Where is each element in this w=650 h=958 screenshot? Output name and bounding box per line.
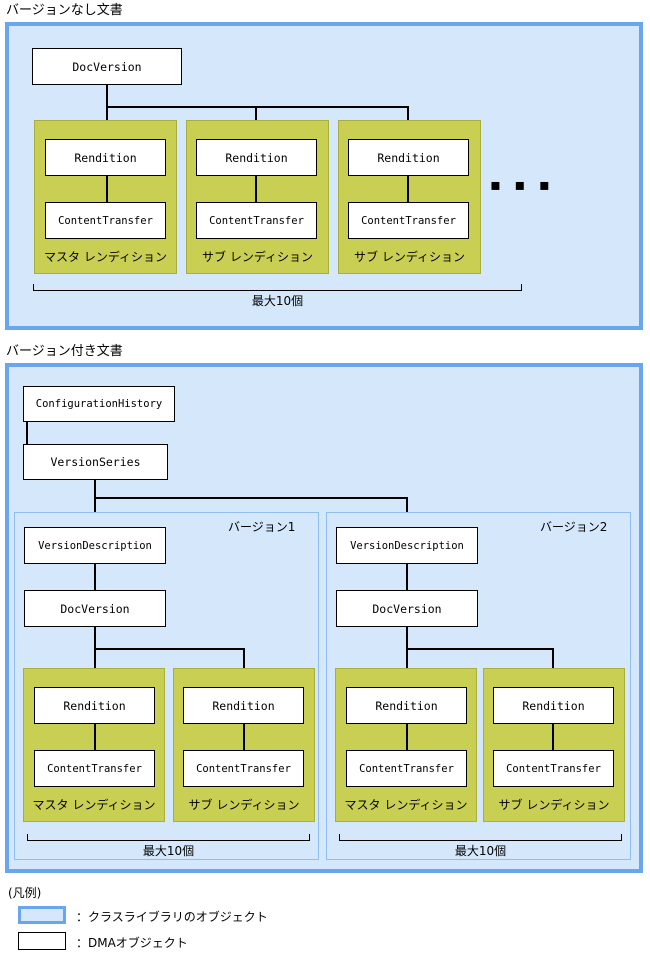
connector-rendition-branch-v2-1 bbox=[406, 648, 408, 684]
box-rendition-sub-v1[interactable]: Rendition bbox=[183, 687, 304, 724]
connector-rendition-contenttransfer-1 bbox=[106, 176, 108, 202]
box-contenttransfer-master-v1[interactable]: ContentTransfer bbox=[34, 750, 155, 787]
connector-rendition-branch-v1-2 bbox=[243, 648, 245, 684]
bracket-label-max10-v2: 最大10個 bbox=[454, 844, 507, 858]
connector-rendition-contenttransfer-3 bbox=[407, 176, 409, 202]
section-caption-unversioned: バージョンなし文書 bbox=[6, 3, 123, 18]
box-rendition-master-v2[interactable]: Rendition bbox=[346, 687, 467, 724]
bracket-label-max10-v1: 最大10個 bbox=[142, 844, 195, 858]
legend-swatch-dma-object bbox=[18, 932, 66, 950]
box-contenttransfer-sub1-unversioned[interactable]: ContentTransfer bbox=[196, 202, 317, 239]
box-rendition-sub2-unversioned[interactable]: Rendition bbox=[348, 139, 469, 176]
box-rendition-sub1-unversioned[interactable]: Rendition bbox=[196, 139, 317, 176]
box-configurationhistory[interactable]: ConfigurationHistory bbox=[23, 386, 175, 422]
connector-rendition-ct-v2-2 bbox=[552, 724, 554, 750]
rendition-caption-sub1-unversioned: サブ レンディション bbox=[202, 250, 313, 264]
box-contenttransfer-master-v2[interactable]: ContentTransfer bbox=[346, 750, 467, 787]
legend-label-class-library-object: ：クラスライブラリのオブジェクト bbox=[76, 910, 268, 924]
connector-versiondesc-docversion-v1 bbox=[94, 564, 96, 590]
connector-versiondesc-docversion-v2 bbox=[406, 564, 408, 590]
rendition-caption-sub-v1: サブ レンディション bbox=[188, 798, 300, 812]
box-contenttransfer-sub-v1[interactable]: ContentTransfer bbox=[183, 750, 304, 787]
legend-label-dma-object: ：DMAオブジェクト bbox=[76, 936, 188, 950]
box-versiondescription-v2[interactable]: VersionDescription bbox=[336, 527, 478, 564]
box-versiondescription-v1[interactable]: VersionDescription bbox=[24, 527, 166, 564]
connector-rendition-contenttransfer-2 bbox=[255, 176, 257, 202]
connector-horizontal-bus bbox=[106, 106, 408, 108]
box-rendition-master-v1[interactable]: Rendition bbox=[34, 687, 155, 724]
connector-rendition-bus-v2 bbox=[406, 648, 553, 650]
legend-swatch-class-library-object bbox=[18, 906, 66, 924]
rendition-caption-master-unversioned: マスタ レンディション bbox=[44, 250, 167, 264]
box-rendition-sub-v2[interactable]: Rendition bbox=[493, 687, 614, 724]
connector-docversion-down-v2 bbox=[406, 627, 408, 649]
connector-rendition-ct-v1-1 bbox=[94, 724, 96, 750]
rendition-caption-sub-v2: サブ レンディション bbox=[498, 798, 610, 812]
connector-docversion-down-v1 bbox=[94, 627, 96, 649]
rendition-caption-master-v1: マスタ レンディション bbox=[32, 798, 156, 812]
ellipsis-more-renditions: ▪ ▪ ▪ bbox=[490, 175, 554, 194]
box-versionseries[interactable]: VersionSeries bbox=[23, 444, 168, 480]
connector-rendition-ct-v1-2 bbox=[243, 724, 245, 750]
connector-versionseries-down bbox=[94, 480, 96, 498]
connector-rendition-bus-v1 bbox=[94, 648, 244, 650]
rendition-caption-sub2-unversioned: サブ レンディション bbox=[354, 250, 465, 264]
box-docversion-unversioned[interactable]: DocVersion bbox=[32, 48, 182, 85]
section-caption-versioned: バージョン付き文書 bbox=[6, 344, 123, 359]
connector-docversion-down bbox=[106, 85, 108, 107]
rendition-caption-master-v2: マスタ レンディション bbox=[344, 798, 468, 812]
version-panel-1-label: バージョン1 bbox=[228, 520, 296, 534]
box-docversion-v2[interactable]: DocVersion bbox=[336, 590, 478, 627]
bracket-max10-v1 bbox=[27, 834, 310, 841]
legend-title: (凡例) bbox=[8, 886, 42, 900]
connector-confighistory-versionseries bbox=[26, 422, 28, 444]
box-docversion-v1[interactable]: DocVersion bbox=[24, 590, 166, 627]
connector-rendition-branch-v2-2 bbox=[552, 648, 554, 684]
version-panel-2-label: バージョン2 bbox=[540, 520, 608, 534]
connector-rendition-branch-v1-1 bbox=[94, 648, 96, 684]
box-contenttransfer-sub-v2[interactable]: ContentTransfer bbox=[493, 750, 614, 787]
bracket-label-max10-unversioned: 最大10個 bbox=[251, 294, 304, 308]
box-contenttransfer-sub2-unversioned[interactable]: ContentTransfer bbox=[348, 202, 469, 239]
box-contenttransfer-master-unversioned[interactable]: ContentTransfer bbox=[45, 202, 166, 239]
bracket-max10-v2 bbox=[339, 834, 622, 841]
connector-version-bus bbox=[94, 497, 407, 499]
bracket-max10-unversioned bbox=[33, 284, 522, 291]
box-rendition-master-unversioned[interactable]: Rendition bbox=[45, 139, 166, 176]
connector-rendition-ct-v2-1 bbox=[406, 724, 408, 750]
